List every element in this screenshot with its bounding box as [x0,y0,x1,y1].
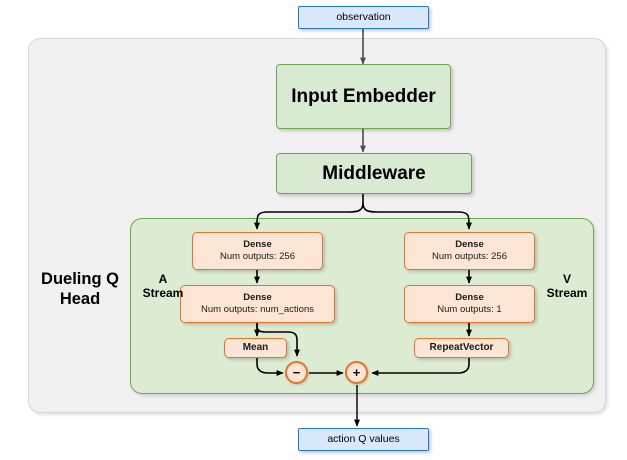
v-stream-dense-1-node[interactable]: Dense Num outputs: 1 [404,285,535,323]
input-embedder-node[interactable]: Input Embedder [276,64,451,129]
middleware-label: Middleware [322,162,426,184]
observation-node[interactable]: observation [298,6,429,29]
value-stream-label: V Stream [539,272,595,301]
subtract-operator-symbol: − [292,365,301,380]
action-q-values-label: action Q values [327,432,400,445]
dueling-q-head-label-line1: Dueling Q [41,270,119,288]
value-stream-label-line1: V [562,272,571,286]
dueling-q-head-label-line2: Head [59,289,101,308]
repeat-vector-node[interactable]: RepeatVector [414,338,509,358]
action-q-values-node[interactable]: action Q values [298,428,429,451]
input-embedder-label: Input Embedder [291,85,436,107]
mean-label: Mean [242,341,269,353]
dueling-q-head-label: Dueling Q Head [30,270,130,310]
advantage-stream-label: A Stream [135,272,191,301]
v-stream-dense-256-sub: Num outputs: 256 [432,251,507,262]
v-stream-dense-1-title: Dense [455,292,484,304]
v-stream-dense-256-node[interactable]: Dense Num outputs: 256 [404,232,535,270]
a-stream-dense-256-node[interactable]: Dense Num outputs: 256 [192,232,323,270]
v-stream-dense-256-title: Dense [455,239,484,251]
advantage-stream-label-line1: A [158,272,168,286]
a-stream-dense-num-actions-sub: Num outputs: num_actions [200,304,314,315]
v-stream-dense-1-sub: Num outputs: 1 [437,304,502,315]
a-stream-dense-256-sub: Num outputs: 256 [220,251,295,262]
mean-node[interactable]: Mean [224,338,287,358]
advantage-stream-label-line2: Stream [142,286,184,301]
a-stream-dense-num-actions-title: Dense [243,292,272,304]
repeat-vector-label: RepeatVector [429,341,494,353]
a-stream-dense-256-title: Dense [243,239,272,251]
subtract-operator-node[interactable]: − [285,361,308,384]
middleware-node[interactable]: Middleware [276,153,472,194]
add-operator-symbol: + [352,365,361,380]
value-stream-label-line2: Stream [546,286,588,301]
a-stream-dense-num-actions-node[interactable]: Dense Num outputs: num_actions [180,285,335,323]
add-operator-node[interactable]: + [345,361,368,384]
observation-label: observation [336,10,391,23]
